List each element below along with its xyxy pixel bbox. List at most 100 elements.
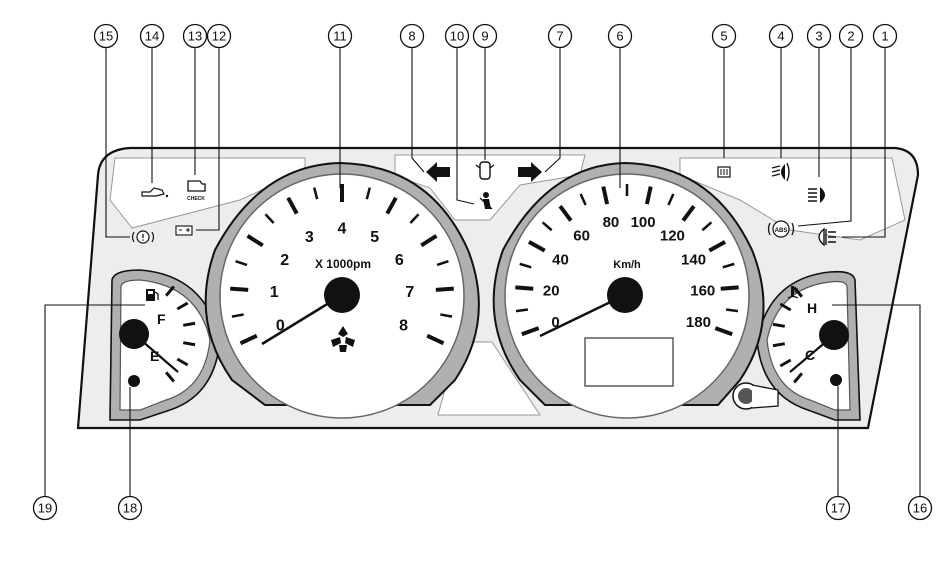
callout-circle (444, 23, 470, 49)
speedometer-scale-tick (667, 193, 675, 206)
tachometer-needle-hub (324, 277, 360, 313)
fuel-gauge-tick (176, 357, 189, 367)
speedometer-scale-tick (527, 240, 546, 253)
speedometer-scale-label: 80 (603, 214, 620, 231)
speedometer-scale-label: 40 (552, 252, 569, 269)
temperature-gauge-ticks (772, 286, 804, 384)
temp-gauge-tick (792, 372, 804, 384)
speedometer-scale-tick (521, 326, 540, 337)
callout-11: 11 (327, 23, 353, 49)
speedometer-scale-tick (701, 221, 713, 232)
engine-icon: CHECK (187, 180, 206, 202)
fuel-gauge-tick (164, 285, 176, 297)
speedometer-scale-tick (725, 308, 739, 313)
callout-13: 13 (182, 23, 208, 49)
speedometer-scale-tick (515, 285, 534, 291)
speedometer-scale-label: 140 (681, 252, 706, 269)
speedometer-scale-tick (714, 326, 733, 337)
thermometer-icon (787, 286, 799, 299)
speedometer-scale-label: 120 (660, 227, 685, 244)
callout-circle (547, 23, 573, 49)
callout-number: 16 (913, 501, 927, 516)
arrow-left-icon (426, 162, 450, 182)
speedometer-scale-tick (708, 240, 727, 253)
tachometer-ticks (230, 184, 454, 346)
callout-3: 3 (806, 23, 832, 49)
callout-7: 7 (547, 23, 573, 49)
callout-19: 19 (32, 495, 58, 521)
trip-reset-knob (830, 374, 842, 386)
temp-gauge-tick (772, 322, 786, 328)
battery-icon (175, 225, 193, 236)
callout-circle (32, 495, 58, 521)
arrow-right-icon (518, 162, 542, 182)
tachometer-scale-tick (365, 187, 372, 200)
tachometer-scale-label: 7 (405, 284, 414, 301)
temperature-gauge: H C (756, 270, 861, 421)
speedometer-scale-label: 60 (573, 227, 590, 244)
tachometer-scale-tick (246, 234, 264, 248)
tachometer-scale-tick (235, 259, 248, 267)
speedometer-scale-tick (644, 186, 653, 205)
callout-number: 12 (212, 29, 226, 44)
callout-number: 17 (831, 501, 845, 516)
speedometer-scale-label: 160 (690, 282, 715, 299)
tachometer-scale-label: 2 (280, 252, 289, 269)
tachometer-scale-label: 5 (370, 229, 379, 246)
tachometer-scale-tick (230, 286, 249, 292)
callout-number: 6 (616, 29, 623, 44)
speedometer-unit-label: Km/h (613, 259, 641, 271)
abs-text: ABS (775, 228, 788, 234)
callout-number: 1 (881, 29, 888, 44)
callout-number: 9 (481, 29, 488, 44)
oil-can-icon (141, 187, 169, 198)
callout-number: 7 (556, 29, 563, 44)
speedometer-scale-label: 180 (686, 314, 711, 331)
callout-circle (327, 23, 353, 49)
tachometer-scale-tick (420, 234, 438, 248)
callout-circle (206, 23, 232, 49)
upper-indicator-bar-left (109, 157, 306, 229)
tachometer-scale-label: 4 (338, 221, 347, 238)
tachometer-unit-label: X 1000pm (315, 257, 371, 271)
temp-hot-label: H (807, 300, 817, 316)
callout-number: 14 (145, 29, 159, 44)
speedometer-scale-tick (722, 262, 735, 269)
brand-logo-icon (331, 326, 355, 352)
tachometer-scale-label: 0 (276, 317, 285, 334)
callout-number: 4 (777, 29, 784, 44)
callout-circle (472, 23, 498, 49)
speedometer-scale-label: 20 (543, 282, 560, 299)
callout-number: 19 (38, 501, 52, 516)
callout-8: 8 (399, 23, 425, 49)
callout-circle (139, 23, 165, 49)
fuel-gauge-tick (164, 371, 176, 383)
car-door-icon (475, 161, 495, 180)
abs-icon: ABS (767, 220, 795, 238)
tachometer-scale-label: 1 (270, 284, 279, 301)
callout-circle (399, 23, 425, 49)
rear-fog-icon (818, 227, 836, 247)
speedometer-scale-tick (558, 204, 573, 222)
temp-gauge-tick (779, 302, 792, 312)
tachometer-scale-label: 8 (399, 317, 408, 334)
fuel-gauge: F E (109, 269, 221, 421)
callout-number: 13 (188, 29, 202, 44)
tachometer-scale-tick (312, 187, 319, 200)
callout-circle (806, 23, 832, 49)
tachometer-scale-tick (435, 286, 454, 292)
callout-circle (907, 495, 933, 521)
speedometer-scale-tick (681, 204, 696, 222)
tachometer-scale-tick (385, 196, 398, 215)
callout-16: 16 (907, 495, 933, 521)
speedometer-scale-tick (720, 285, 739, 291)
callout-9: 9 (472, 23, 498, 49)
callout-number: 3 (815, 29, 822, 44)
callout-circle (182, 23, 208, 49)
speedometer-scale-label: 0 (551, 314, 559, 331)
tachometer-scale-tick (440, 313, 453, 318)
